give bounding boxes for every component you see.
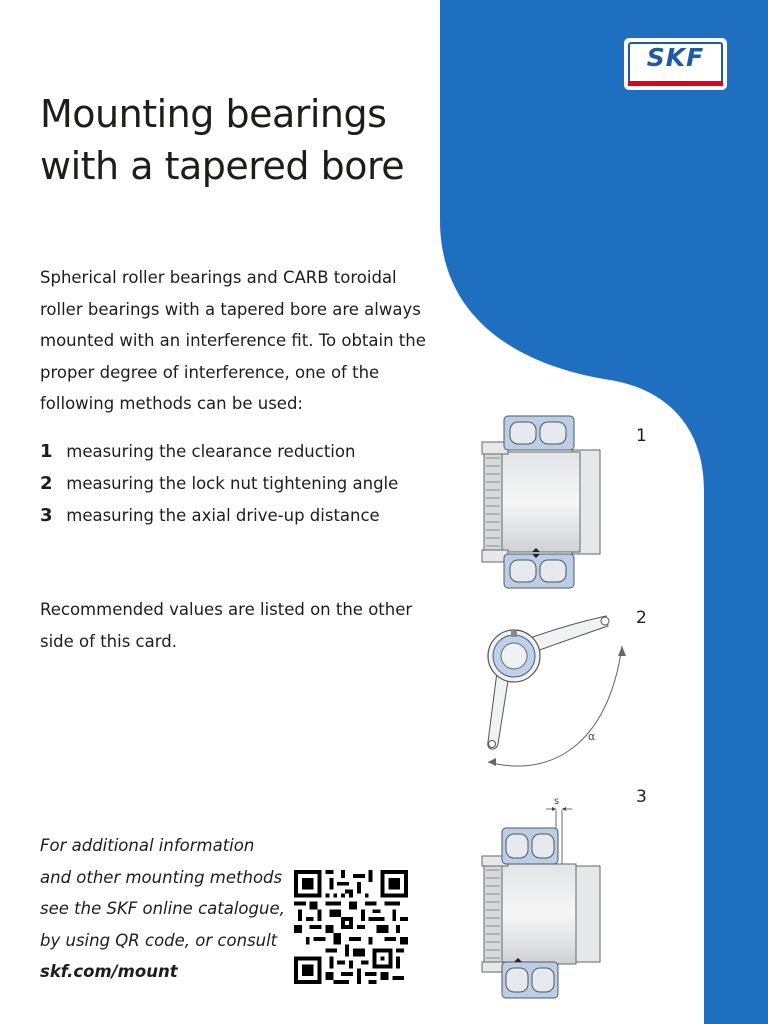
skf-logo: SKF — [624, 38, 727, 90]
skf-mount-link[interactable]: skf.com/mount — [40, 962, 178, 981]
s-symbol: s — [554, 796, 559, 807]
page-title: Mounting bearings with a tapered bore — [40, 88, 405, 192]
more-info-line: and other mounting methods — [40, 867, 283, 887]
method-label: measuring the lock nut tightening angle — [66, 474, 399, 493]
logo-red-bar — [628, 81, 723, 86]
figure-1-bearing-illustration — [481, 415, 601, 589]
qr-code[interactable] — [294, 870, 408, 984]
method-item: 1 measuring the clearance reduction — [40, 436, 398, 468]
method-label: measuring the axial drive-up distance — [66, 506, 380, 525]
alpha-symbol: α — [588, 730, 595, 743]
figure-2-lock-nut-illustration: α — [487, 615, 626, 767]
method-number: 1 — [40, 441, 53, 462]
title-line-1: Mounting bearings — [40, 92, 387, 136]
more-info: For additional information and other mou… — [40, 830, 285, 988]
intro-paragraph: Spherical roller bearings and CARB toroi… — [40, 268, 426, 413]
title-line-2: with a tapered bore — [40, 144, 405, 188]
more-info-line: see the SKF online catalogue, — [40, 899, 285, 918]
figure-2-label: 2 — [636, 608, 647, 628]
more-info-line: by using QR code, or consult — [40, 930, 278, 950]
method-item: 3 measuring the axial drive-up distance — [40, 500, 398, 532]
figure-1-label: 1 — [636, 426, 647, 446]
methods-list: 1 measuring the clearance reduction 2 me… — [40, 436, 398, 532]
method-label: measuring the clearance reduction — [66, 442, 356, 461]
more-info-line: For additional information — [40, 836, 255, 855]
note-paragraph: Recommended values are listed on the oth… — [40, 600, 413, 651]
figure-3-label: 3 — [636, 787, 647, 807]
method-number: 3 — [40, 505, 53, 526]
figure-3-drive-up-illustration: s — [481, 796, 601, 999]
method-number: 2 — [40, 473, 53, 494]
method-item: 2 measuring the lock nut tightening angl… — [40, 468, 398, 500]
logo-text: SKF — [646, 43, 705, 72]
